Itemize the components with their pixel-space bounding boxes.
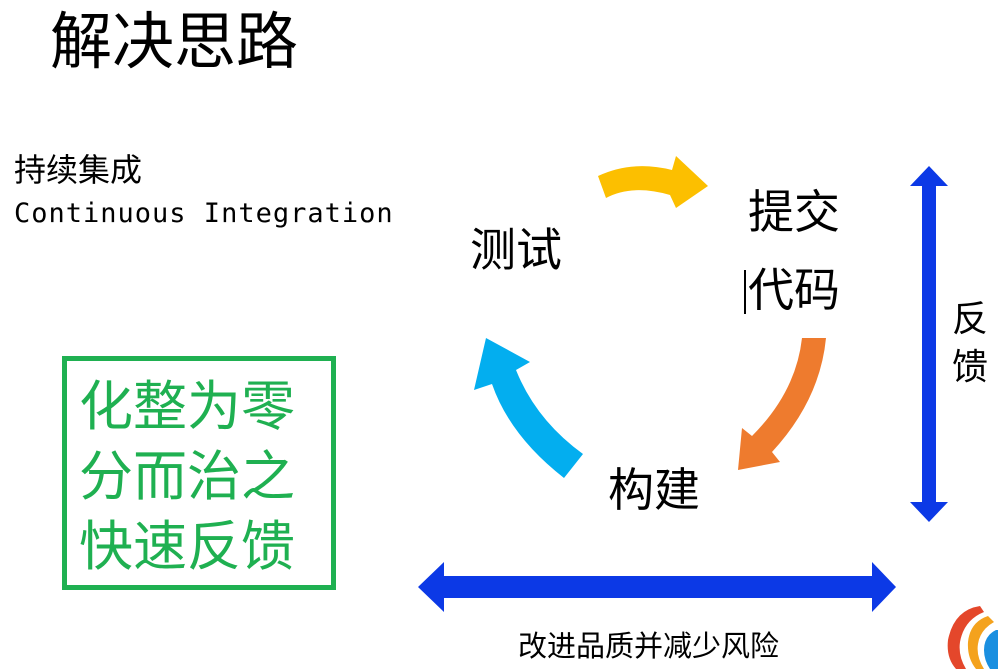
principles-box: 化整为零 分而治之 快速反馈 — [62, 356, 336, 590]
principle-line-1: 化整为零 — [79, 375, 295, 438]
quality-caption: 改进品质并减少风险 — [518, 629, 780, 663]
step-build-label: 构建 — [608, 463, 700, 517]
ci-chinese-label: 持续集成 — [14, 151, 143, 189]
feedback-double-arrow — [910, 166, 948, 522]
arrow-build-to-test — [474, 338, 583, 478]
principle-line-3: 快速反馈 — [79, 515, 295, 578]
principle-line-2: 分而治之 — [79, 445, 295, 508]
step-commit-label-line1: 提交 — [748, 185, 840, 239]
slide-title: 解决思路 — [50, 5, 299, 78]
step-test-label: 测试 — [470, 223, 562, 277]
feedback-label-char-2: 馈 — [952, 347, 989, 388]
company-logo-icon — [947, 606, 998, 669]
step-commit-label-line2: 代码 — [748, 263, 840, 317]
arrow-commit-to-build — [738, 338, 826, 470]
ci-english-label: Continuous Integration — [14, 198, 394, 229]
text-cursor — [744, 270, 746, 314]
arrow-test-to-commit — [598, 156, 708, 208]
quality-double-arrow — [418, 562, 896, 612]
feedback-label-char-1: 反 — [952, 299, 989, 340]
